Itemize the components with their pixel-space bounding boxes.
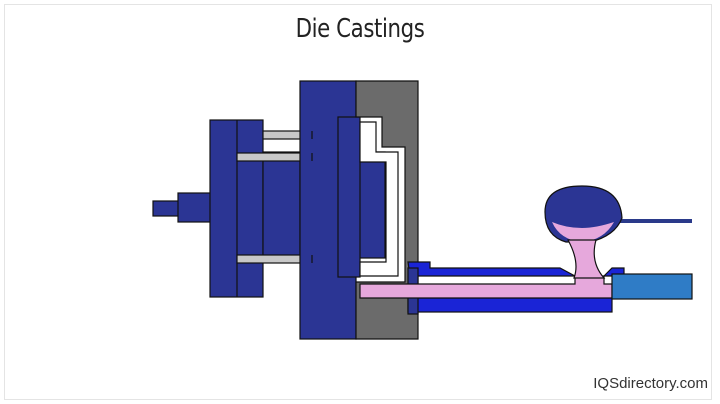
- pouring-stream: [566, 239, 606, 279]
- molten-metal-channel: [359, 275, 613, 299]
- diagram-title: Die Castings: [295, 14, 425, 44]
- fixed-die: [355, 80, 419, 340]
- shot-sleeve-bottom: [407, 297, 613, 313]
- plunger-icon: [611, 273, 693, 300]
- shot-sleeve-top: [407, 261, 576, 277]
- ladle-molten-metal: [552, 222, 614, 242]
- moving-die-core: [337, 116, 361, 278]
- watermark: IQSdirectory.com: [593, 375, 708, 392]
- die-cavity: [359, 121, 399, 277]
